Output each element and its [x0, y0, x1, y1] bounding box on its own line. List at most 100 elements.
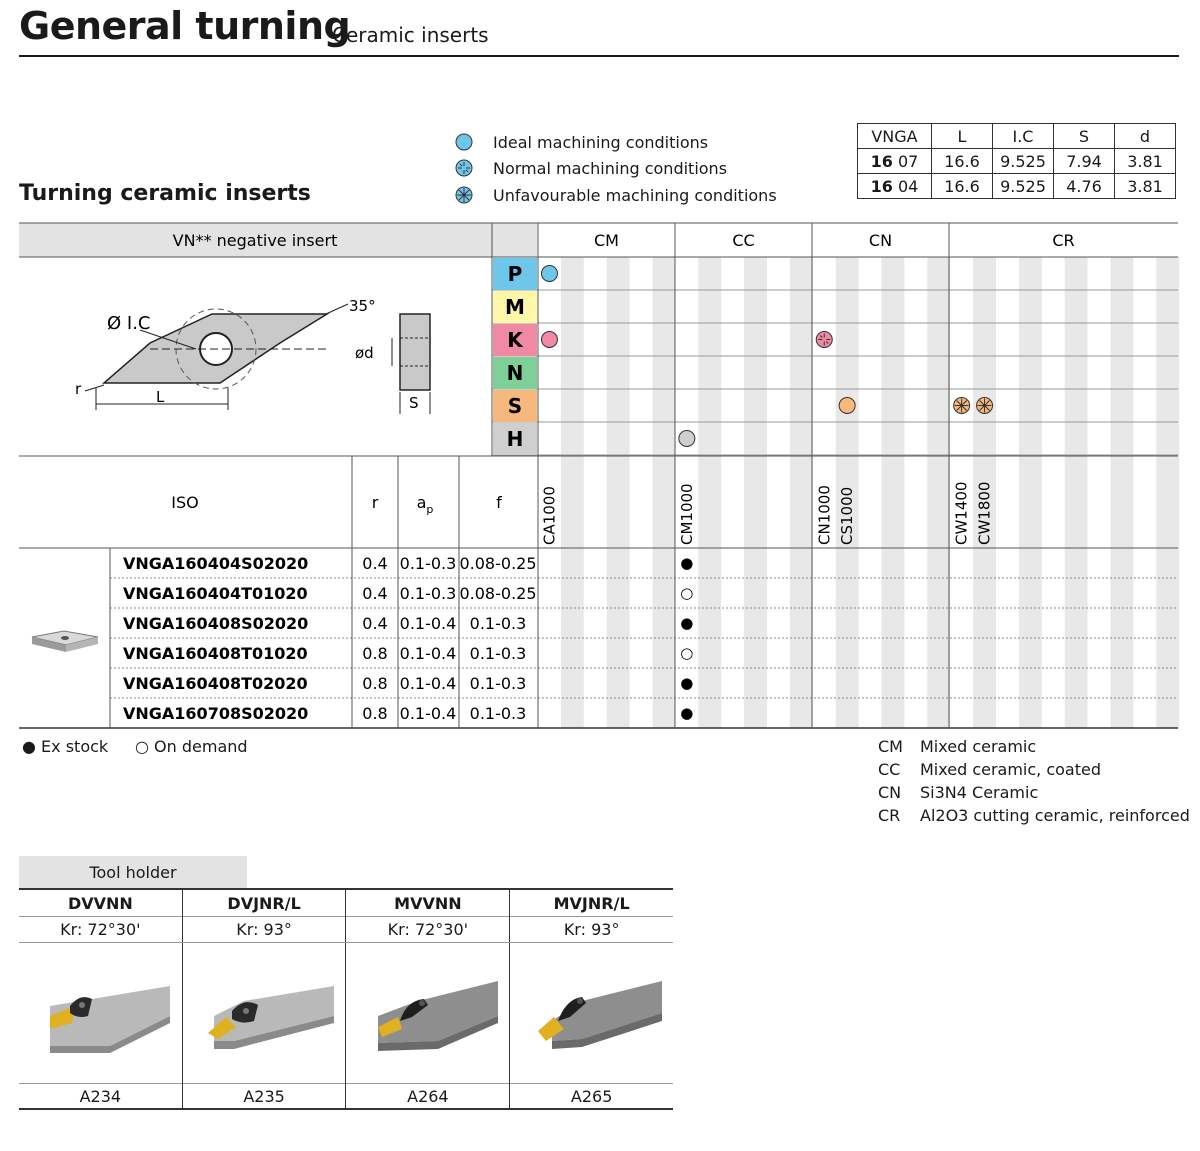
column-stripe	[560, 257, 584, 728]
radius-leader	[84, 384, 105, 392]
material-cell-n	[493, 357, 537, 389]
glossary-code: CR	[878, 806, 901, 825]
material-cell-p	[493, 258, 537, 290]
normal-star-icon	[455, 159, 473, 177]
col-r: r	[372, 493, 379, 512]
material-letter-h: H	[507, 427, 524, 451]
mark-ideal-ca1000	[540, 265, 558, 282]
mark-ideal-cm1000	[678, 430, 696, 447]
tool-holder-table: DVVNN DVJNR/L MVVNN MVJNR/L Kr: 72°30' K…	[19, 888, 673, 1110]
dim-size-bold: 16	[870, 176, 893, 196]
column-stripe	[881, 257, 905, 728]
dim-cell: 9.525	[992, 173, 1054, 199]
grid-lines	[19, 222, 1178, 729]
mark-unfavourable-cw1800	[976, 397, 994, 414]
legend-normal: Normal machining conditions	[455, 157, 727, 179]
tool-holder-tab: Tool holder	[19, 856, 247, 888]
product-f: 0.08-0.25	[459, 554, 536, 573]
column-stripe	[606, 257, 630, 728]
product-iso: VNGA160404S02020	[123, 554, 308, 573]
column-stripe	[1064, 257, 1088, 728]
tool-image-mvjnr	[509, 942, 673, 1084]
product-ap: 0.1-0.4	[400, 644, 457, 663]
dim-cell: 3.81	[1114, 148, 1176, 174]
angle-label: 35°	[349, 297, 376, 315]
mark-unfavourable-cw1400	[953, 397, 971, 414]
insert-thumbnail	[31, 630, 99, 652]
product-f: 0.1-0.3	[470, 644, 527, 663]
material-letter-s: S	[508, 394, 522, 418]
page-subtitle: Ceramic inserts	[332, 23, 489, 47]
tool-image-mvvnn	[345, 942, 510, 1084]
dim-cell: 9.525	[992, 148, 1054, 174]
product-iso: VNGA160408T02020	[123, 674, 308, 693]
tool-kr: Kr: 72°30'	[345, 916, 510, 943]
tool-kr: Kr: 93°	[509, 916, 673, 943]
d-label: ød	[355, 344, 374, 362]
legend-normal-label: Normal machining conditions	[493, 158, 728, 178]
column-stripe	[744, 257, 767, 728]
mark-circle	[678, 430, 696, 447]
column-stripe	[789, 257, 813, 728]
dim-header: VNGA	[857, 123, 932, 149]
product-r: 0.4	[362, 554, 387, 573]
grade-label-ca1000: CA1000	[540, 486, 558, 545]
tool-ref: A264	[345, 1083, 510, 1110]
angle-leader	[325, 303, 349, 315]
material-cell-h	[493, 423, 537, 455]
tool-ref: A235	[181, 1083, 346, 1110]
material-cell-k	[493, 324, 537, 356]
tool-name: DVJNR/L	[181, 888, 346, 917]
product-stock: ●	[680, 704, 693, 722]
dim-cell: 16.6	[931, 148, 993, 174]
column-stripe	[927, 257, 951, 728]
column-stripe	[835, 257, 859, 728]
product-f: 0.1-0.3	[470, 674, 527, 693]
tool-kr: Kr: 93°	[181, 916, 346, 943]
group-label-cm: CM	[594, 231, 619, 250]
dim-size-cell: 16 04	[857, 173, 932, 199]
mark-normal-cn1000	[815, 331, 833, 348]
product-f: 0.1-0.3	[470, 614, 527, 633]
dim-cell: 3.81	[1114, 173, 1176, 199]
product-iso: VNGA160408S02020	[123, 614, 308, 633]
insert-header-band	[19, 223, 537, 257]
glossary-desc: Si3N4 Ceramic	[920, 783, 1039, 802]
material-letter-n: N	[507, 361, 524, 385]
product-r: 0.8	[362, 674, 387, 693]
product-iso: VNGA160708S02020	[123, 704, 308, 723]
column-stripes	[560, 257, 1180, 728]
product-ap: 0.1-0.4	[400, 614, 457, 633]
tool-kr: Kr: 72°30'	[19, 916, 183, 943]
grade-label-cw1400: CW1400	[953, 482, 971, 545]
product-r: 0.4	[362, 614, 387, 633]
glossary-code: CN	[878, 783, 902, 802]
column-stripe	[1018, 257, 1042, 728]
material-cell-s	[493, 390, 537, 422]
column-stripe	[1156, 257, 1180, 728]
mark-ideal-ca1000	[540, 331, 558, 348]
material-letter-k: K	[507, 328, 524, 352]
material-cell-m	[493, 291, 537, 323]
material-letter-m: M	[505, 295, 525, 319]
tool-name: DVVNN	[19, 888, 183, 917]
glossary-desc: Mixed ceramic	[920, 737, 1037, 756]
s-label: S	[409, 394, 419, 412]
header-rule	[19, 55, 1179, 57]
product-stock: ○	[680, 584, 693, 602]
mark-circle	[838, 397, 856, 414]
insert-header: VN** negative insert	[173, 231, 338, 250]
ideal-circle-icon	[455, 133, 473, 151]
tool-image-dvvnn	[19, 943, 182, 1084]
group-label-cn: CN	[869, 231, 892, 250]
dim-cell: 7.94	[1053, 148, 1115, 174]
column-stripe	[1110, 257, 1134, 728]
legend-ideal-label: Ideal machining conditions	[493, 132, 709, 152]
col-ap-main: a	[417, 493, 427, 512]
